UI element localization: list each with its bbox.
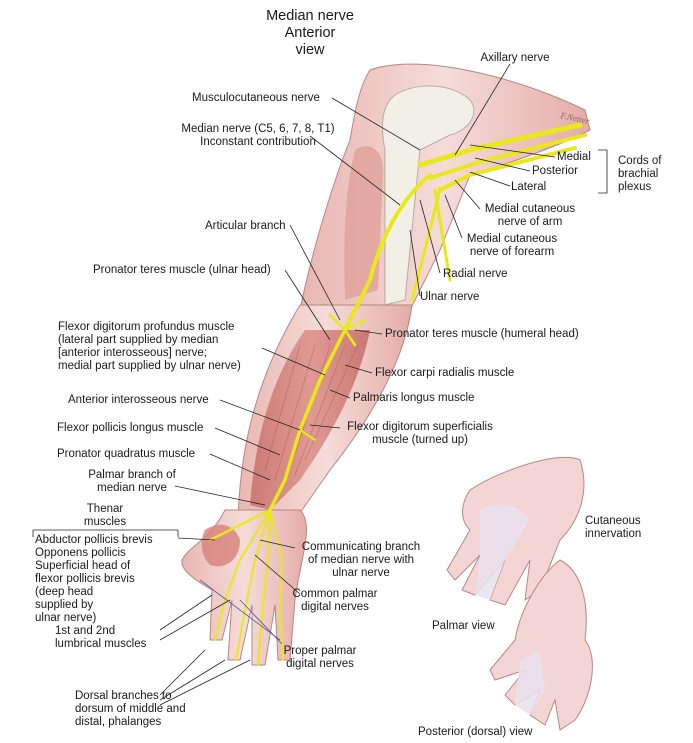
label-dorsal-branches: Dorsal branches to dorsum of middle and …	[75, 690, 186, 728]
label-proper-palmar-digital: Proper palmar digital nerves	[283, 645, 357, 670]
label-median-nerve: Median nerve (C5, 6, 7, 8, T1) Inconstan…	[181, 123, 335, 148]
label-palmaris-longus: Palmaris longus muscle	[353, 392, 475, 404]
label-lateral-cord: Lateral	[511, 181, 547, 193]
label-medial-cutaneous-forearm: Medial cutaneous nerve of forearm	[466, 233, 558, 258]
palmar-cutaneous-area	[475, 504, 530, 600]
thenar-muscle-patch	[201, 524, 240, 567]
label-flexor-digitorum-profundus: Flexor digitorum profundus muscle (later…	[58, 321, 241, 372]
label-lumbrical-muscles: 1st and 2nd lumbrical muscles	[55, 625, 147, 650]
label-thenar-muscles: Thenar muscles	[83, 503, 127, 528]
label-cords-of-brachial-plexus: Cords of brachial plexus	[618, 155, 662, 193]
label-radial-nerve: Radial nerve	[443, 268, 508, 280]
leader-lines	[32, 63, 608, 706]
label-articular-branch: Articular branch	[205, 220, 286, 232]
diagram-title: Median nerve Anterior view	[266, 8, 354, 58]
label-cutaneous-innervation: Cutaneous innervation	[585, 515, 642, 540]
label-pronator-teres-humeral: Pronator teres muscle (humeral head)	[385, 328, 579, 340]
label-pronator-teres-ulnar: Pronator teres muscle (ulnar head)	[93, 264, 271, 276]
label-flexor-pollicis-longus: Flexor pollicis longus muscle	[57, 422, 204, 434]
label-axillary-nerve: Axillary nerve	[480, 52, 550, 64]
label-palmar-view: Palmar view	[432, 620, 495, 632]
posterior-cutaneous-area	[515, 650, 545, 715]
shoulder-bone	[382, 85, 475, 306]
label-musculocutaneous-nerve: Musculocutaneous nerve	[192, 92, 320, 104]
label-palmar-branch: Palmar branch of median nerve	[88, 469, 176, 494]
label-posterior-cord: Posterior	[532, 165, 579, 177]
forearm-muscles	[250, 330, 370, 510]
label-pronator-quadratus: Pronator quadratus muscle	[57, 448, 196, 460]
label-anterior-interosseous: Anterior interosseous nerve	[68, 394, 209, 406]
proper-palmar-leaders	[199, 579, 283, 645]
label-common-palmar-digital: Common palmar digital nerves	[292, 588, 378, 613]
label-ulnar-nerve: Ulnar nerve	[420, 291, 480, 303]
posterior-view-hand	[489, 559, 593, 731]
label-flexor-digitorum-superficialis: Flexor digitorum superficialis muscle (t…	[347, 421, 493, 446]
label-communicating-branch: Communicating branch of median nerve wit…	[301, 541, 421, 579]
label-posterior-dorsal-view: Posterior (dorsal) view	[418, 726, 533, 738]
label-flexor-carpi-radialis: Flexor carpi radialis muscle	[375, 367, 515, 379]
label-medial-cutaneous-arm: Medial cutaneous nerve of arm	[484, 203, 576, 228]
label-medial-cord: Medial	[557, 151, 591, 163]
label-thenar-muscle-list: Abductor pollicis brevis Opponens pollic…	[35, 534, 153, 624]
